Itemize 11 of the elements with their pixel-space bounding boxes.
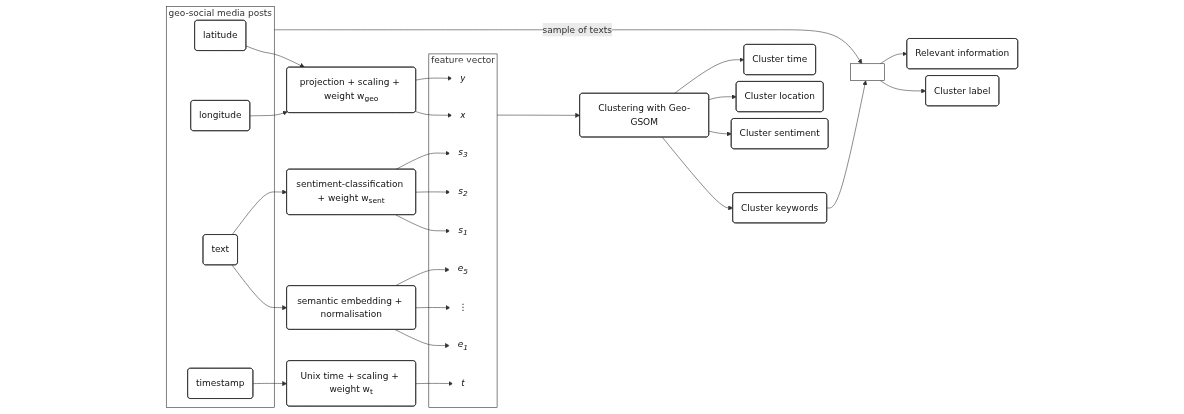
edge-label: sample of texts [542,24,612,35]
node-text: t [461,377,465,389]
node-text: e$_{1}$ [457,338,469,352]
node-box [850,63,885,81]
node-text: y [460,72,466,84]
node-text: e$_{5}$ [457,263,469,276]
node-text: s$_{1}$ [458,224,468,237]
node-text: s$_{2}$ [458,185,468,198]
node-text: x [460,109,466,121]
node-text: ⋮ [458,301,468,313]
node-text: s$_{3}$ [458,146,468,160]
